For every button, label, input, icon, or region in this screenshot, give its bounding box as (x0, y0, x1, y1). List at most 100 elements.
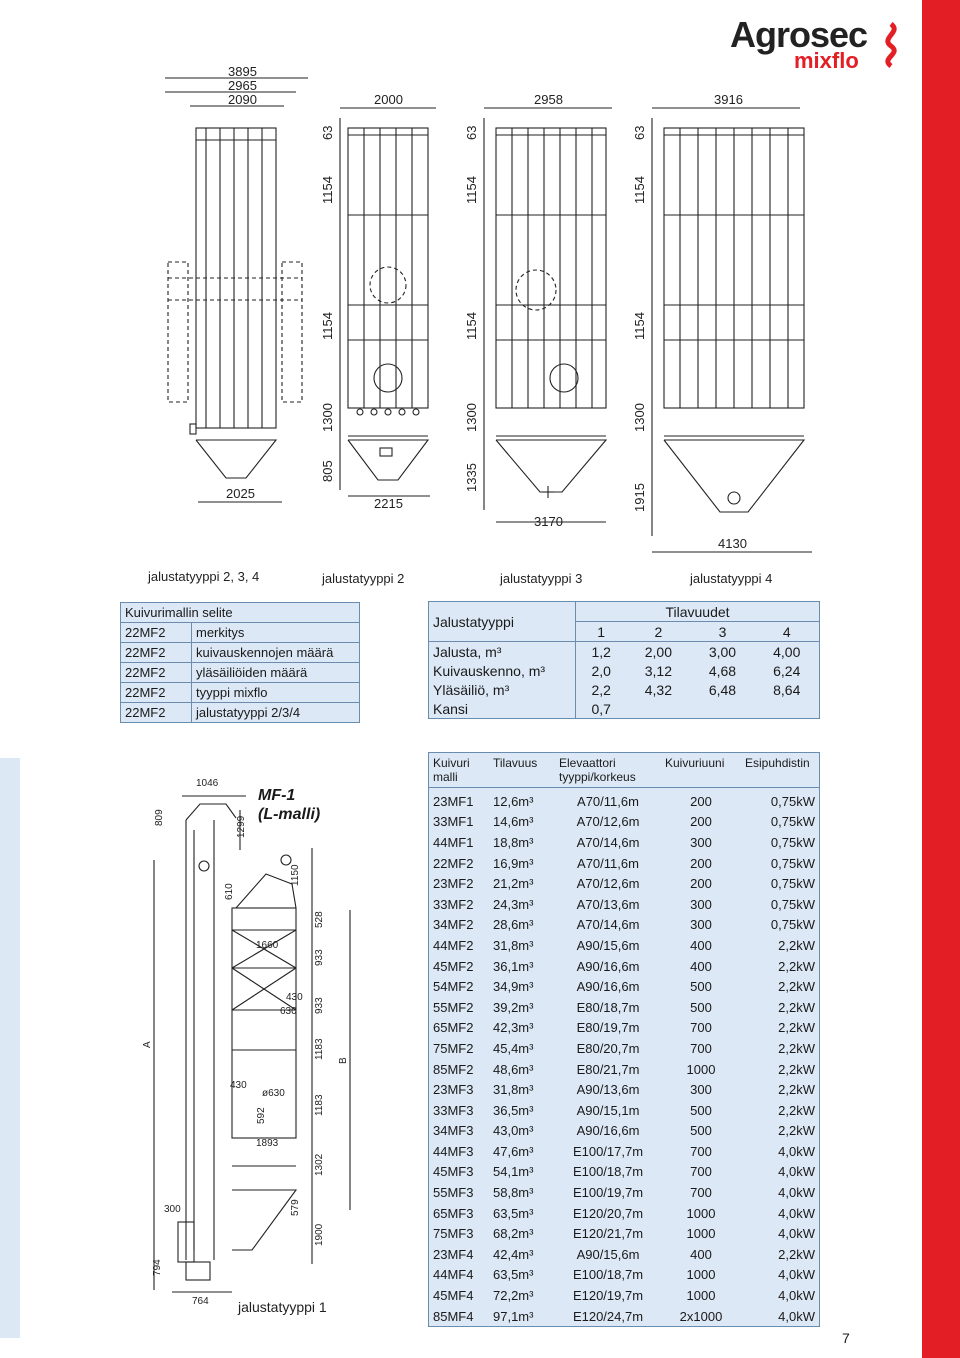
dim-t3-b: 1154 (464, 176, 479, 204)
model-cell: 1000 (686, 1061, 716, 1077)
model-cell: 47,6m³ (493, 1143, 534, 1159)
model-cell: 0,75kW (770, 834, 815, 850)
model-cell: 28,6m³ (493, 917, 534, 933)
capacity-type: 4 (782, 623, 791, 640)
model-cell: 33MF1 (433, 814, 474, 830)
models-header: Elevaattori tyyppi/korkeus (555, 752, 661, 788)
dim-mf1-19: 579 (290, 1199, 301, 1216)
dim-mf1-4: 610 (224, 883, 235, 900)
model-cell: 2,2kW (778, 1102, 815, 1118)
model-cell: 2,2kW (778, 1246, 815, 1262)
model-cell: 65MF3 (433, 1205, 474, 1221)
model-cell: E100/19,7m (572, 1185, 644, 1201)
capacity-value: 0,7 (591, 700, 611, 717)
capacity-type: 2 (654, 623, 663, 640)
model-cell: 34MF2 (433, 917, 474, 933)
model-cell: 2,2kW (778, 1061, 815, 1077)
capacity-header-right: Tilavuudet (575, 601, 820, 622)
capacity-value: 4,00 (773, 643, 801, 660)
model-cell: 31,8m³ (493, 1082, 534, 1098)
dim-mf1-18: 1302 (314, 1153, 325, 1176)
model-cell: 14,6m³ (493, 814, 534, 830)
capacity-value (626, 699, 690, 719)
model-cell: 55MF2 (433, 999, 474, 1015)
dim-mf1-12: 1183 (314, 1038, 325, 1060)
model-cell: 2x1000 (679, 1308, 723, 1324)
caption-type1: jalustatyyppi 1 (238, 1299, 327, 1315)
model-cell: 1000 (686, 1205, 716, 1221)
model-cell: 63,5m³ (493, 1267, 534, 1283)
models-header: Kuivuriuuni (661, 752, 741, 788)
model-cell: 23MF3 (433, 1082, 474, 1098)
model-cell: 42,4m³ (493, 1246, 534, 1262)
model-cell: 0,75kW (770, 876, 815, 892)
model-cell: E80/18,7m (576, 999, 640, 1015)
model-cell: E120/20,7m (572, 1205, 644, 1221)
model-cell: A70/12,6m (576, 876, 640, 892)
model-cell: 200 (690, 855, 712, 871)
model-cell: A90/15,6m (576, 1246, 640, 1262)
dim-mf1-a: A (142, 1041, 153, 1048)
model-cell: 22MF2 (433, 855, 474, 871)
model-cell: 54MF2 (433, 979, 474, 995)
model-cell: 4,0kW (778, 1267, 815, 1283)
model-cell: A70/14,6m (576, 834, 640, 850)
mf1-title-sub: (L-malli) (258, 806, 321, 823)
model-cell: E100/17,7m (572, 1143, 644, 1159)
model-cell: 21,2m³ (493, 876, 534, 892)
model-cell: 4,0kW (778, 1308, 815, 1324)
model-cell: 42,3m³ (493, 1020, 534, 1036)
model-cell: 23MF1 (433, 793, 474, 809)
model-cell: 44MF3 (433, 1143, 474, 1159)
model-cell: 33MF3 (433, 1102, 474, 1118)
capacity-row-label: Kansi (428, 699, 576, 719)
dim-t3-c: 1154 (464, 312, 479, 340)
model-cell: 45MF2 (433, 958, 474, 974)
dim-t3-width: 2958 (534, 92, 563, 107)
model-cell: 58,8m³ (493, 1185, 534, 1201)
dim-mf1-8: 933 (314, 949, 325, 966)
dim-t3-d: 1300 (464, 403, 479, 432)
dim-t2-width: 2000 (374, 92, 403, 107)
capacity-value: 2,2 (591, 681, 611, 698)
model-cell: 300 (690, 896, 712, 912)
model-cell: 300 (690, 917, 712, 933)
model-cell: 0,75kW (770, 814, 815, 830)
models-header-row: Kuivuri malli Tilavuus Elevaattori tyypp… (428, 752, 820, 788)
dim-t3-a: 63 (464, 126, 479, 140)
model-cell: 16,9m³ (493, 855, 534, 871)
dim-mf1-b: B (338, 1057, 349, 1064)
model-cell: 44MF2 (433, 937, 474, 953)
dim-t4-base: 4130 (718, 536, 747, 551)
model-cell: E120/19,7m (572, 1288, 644, 1304)
model-cell: 23MF2 (433, 876, 474, 892)
mf1-drawing (153, 795, 351, 1293)
legend-value: tyyppi mixflo (191, 682, 360, 703)
model-cell: 2,2kW (778, 999, 815, 1015)
dim-mf1-10: 630 (280, 1006, 297, 1017)
capacity-value: 2,00 (644, 643, 672, 660)
dim-mf1-23: 764 (192, 1296, 209, 1307)
dim-t2-b: 1154 (320, 176, 335, 204)
model-cell: 65MF2 (433, 1020, 474, 1036)
dim-t2-base: 2215 (374, 496, 403, 511)
model-cell: 700 (690, 1040, 712, 1056)
dim-mf1-20: 1900 (314, 1223, 325, 1246)
model-cell: 55MF3 (433, 1185, 474, 1201)
dim-side-2: 2965 (228, 78, 257, 93)
model-cell: A70/12,6m (576, 814, 640, 830)
model-cell: 700 (690, 1185, 712, 1201)
model-cell: 31,8m³ (493, 937, 534, 953)
